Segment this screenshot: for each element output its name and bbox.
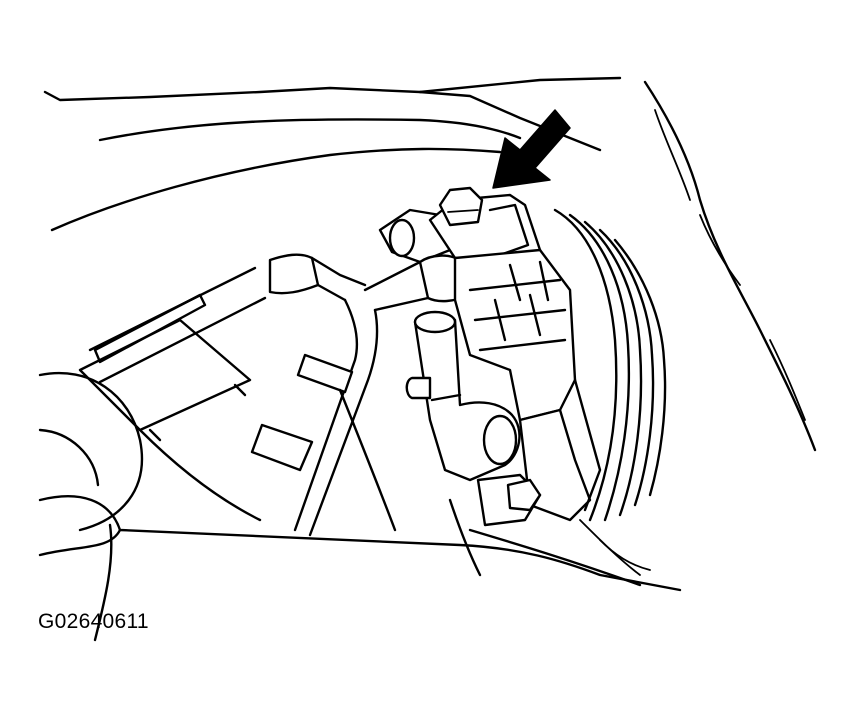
left-pulley: [38, 371, 144, 532]
lower-hose: [38, 495, 682, 642]
elbow-pipe: [405, 310, 542, 527]
upper-panel-outline: [43, 76, 622, 232]
right-ribbed-pulley: [553, 208, 667, 576]
pointer-arrow-icon: [492, 109, 571, 189]
figure-code-label: G02640611: [38, 610, 149, 633]
lower-background-lines: [138, 388, 642, 587]
vertical-tube: [250, 298, 379, 537]
left-bracket: [78, 293, 252, 442]
right-body-contour: [643, 80, 817, 452]
main-component: [363, 186, 602, 522]
